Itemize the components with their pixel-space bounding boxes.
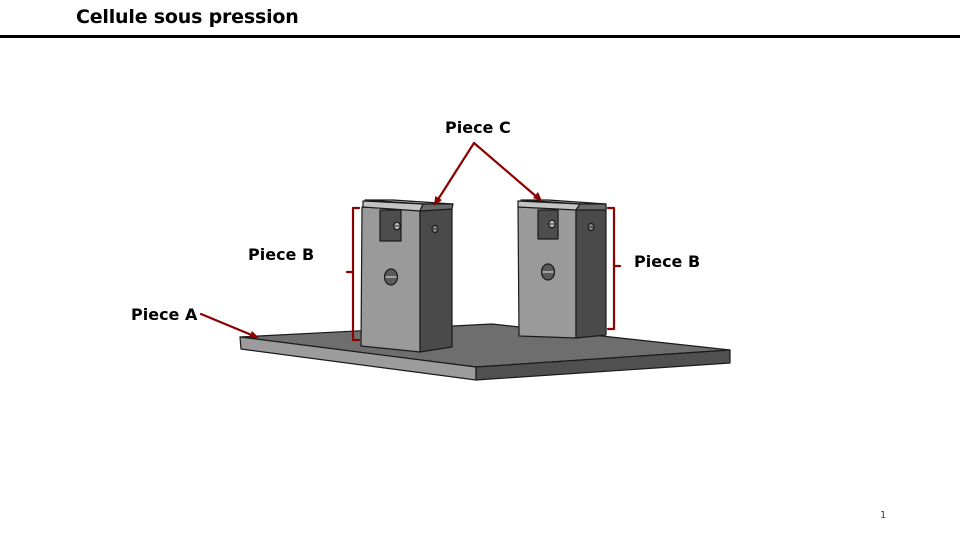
left-clamp-piece — [379, 209, 402, 242]
base-plate — [239, 323, 731, 381]
arrowhead-piece-c-left — [434, 196, 442, 206]
arrowheads — [249, 192, 542, 338]
arrow-piece-a — [199, 312, 256, 338]
arrow-piece-c-right — [472, 141, 540, 200]
label-piece-b-right: Piece B — [634, 252, 701, 271]
bracket-piece-b-left — [345, 206, 361, 342]
right-block — [517, 199, 607, 339]
slide-title: Cellule sous pression — [76, 6, 299, 28]
left-block-cap-side — [419, 203, 454, 212]
label-piece-b-left: Piece B — [248, 245, 315, 264]
base-plate-front-right — [475, 349, 731, 381]
right-clamp-piece — [537, 209, 559, 240]
arrowhead-piece-c-right — [533, 192, 542, 201]
label-piece-a: Piece A — [131, 305, 198, 324]
page-number: 1 — [880, 510, 887, 521]
right-block-cap-side — [575, 203, 607, 211]
arrow-piece-c-left — [435, 141, 476, 203]
arrowhead-piece-a — [249, 331, 259, 338]
bracket-piece-b-right — [606, 206, 622, 331]
annotations — [199, 141, 622, 342]
title-divider — [0, 35, 960, 38]
left-block — [360, 199, 454, 353]
label-piece-c: Piece C — [445, 118, 511, 137]
